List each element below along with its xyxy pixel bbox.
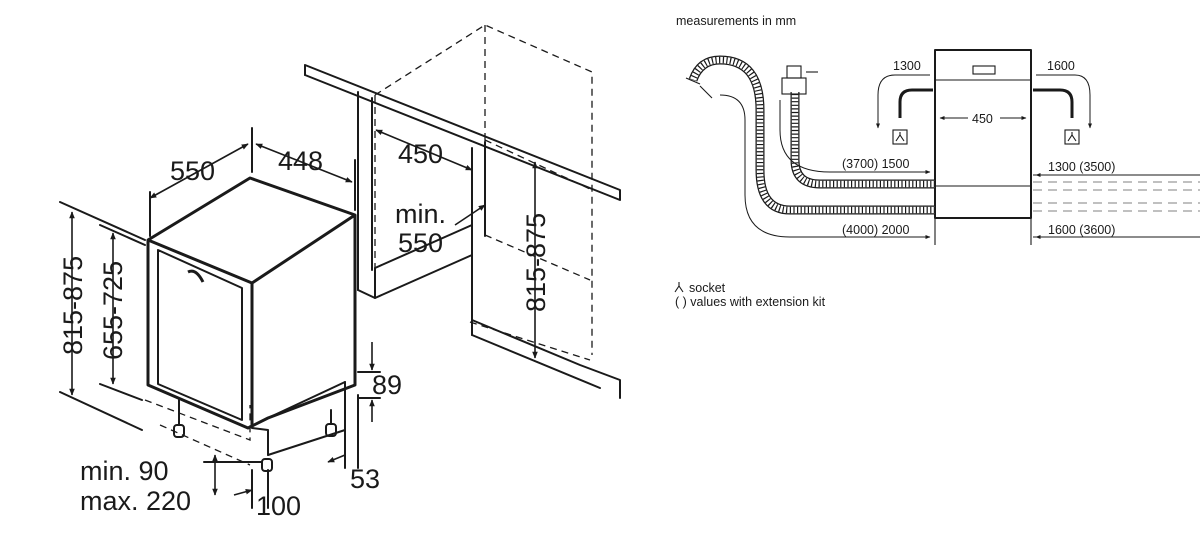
socket-left: 1300 — [876, 59, 933, 145]
niche-outline — [374, 24, 593, 361]
label-plinth-min: min. 90 — [80, 456, 169, 486]
right-cabinet — [471, 141, 621, 399]
label-niche-min: min. — [395, 199, 446, 229]
label-drain-hose: (3700) 1500 — [842, 157, 909, 171]
dimension-lines — [69, 127, 538, 509]
connection-plan: measurements in mm 450 1300 1600 — [674, 14, 1200, 309]
legend-socket: socket — [689, 281, 726, 295]
label-width: 448 — [278, 146, 323, 176]
label-socket-left: 1300 — [893, 59, 921, 73]
socket-icon — [674, 282, 684, 293]
label-appliance-width: 450 — [972, 112, 993, 126]
appliance-perspective: 815-875 655-725 550 448 450 min. 550 815… — [58, 24, 621, 521]
water-hose — [685, 55, 935, 215]
label-plinth-height: 89 — [372, 370, 402, 400]
label-socket-right: 1600 — [1047, 59, 1075, 73]
worktop — [304, 64, 621, 201]
appliance-front — [934, 49, 1032, 219]
label-plinth-max: max. 220 — [80, 486, 191, 516]
legend: socket ( ) values with extension kit — [674, 281, 826, 309]
label-water-right: 1600 (3600) — [1048, 223, 1115, 237]
label-water-hose: (4000) 2000 — [842, 223, 909, 237]
units-note: measurements in mm — [676, 14, 796, 28]
left-dimension-labels: 815-875 655-725 550 448 450 min. 550 815… — [58, 139, 551, 521]
socket-right: 1600 — [1033, 59, 1092, 145]
label-height-total: 815-875 — [58, 256, 88, 355]
label-plinth-offset: 53 — [350, 464, 380, 494]
label-plinth-depth: 100 — [256, 491, 301, 521]
label-height-door: 655-725 — [98, 261, 128, 360]
label-niche-width: 450 — [398, 139, 443, 169]
label-niche-depth: 550 — [398, 228, 443, 258]
legend-extension: ( ) values with extension kit — [675, 295, 826, 309]
dishwasher-body — [144, 176, 357, 472]
label-niche-height: 815-875 — [521, 213, 551, 312]
label-power-right: 1300 (3500) — [1048, 160, 1115, 174]
drain-hose — [781, 65, 935, 189]
label-depth: 550 — [170, 156, 215, 186]
